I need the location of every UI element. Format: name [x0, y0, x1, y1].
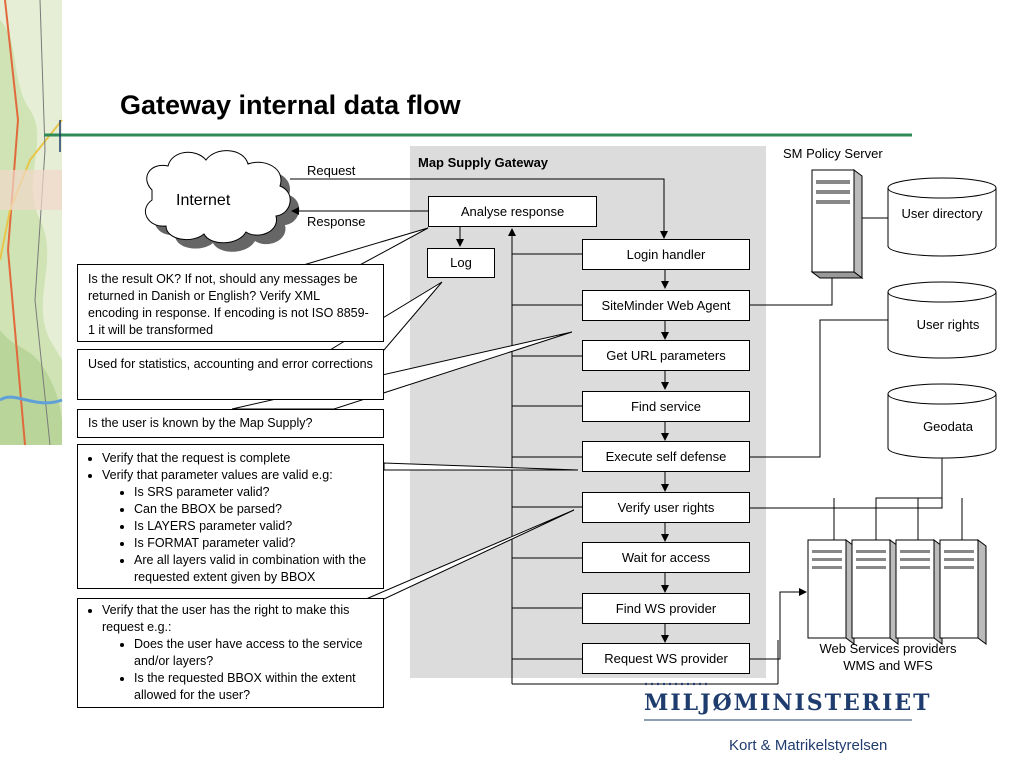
step-siteminder-agent: SiteMinder Web Agent	[582, 290, 750, 321]
note-log-usage: Used for statistics, accounting and erro…	[77, 349, 384, 400]
user-directory-label: User directory	[901, 206, 983, 221]
defense-subitem: Is LAYERS parameter valid?	[134, 518, 373, 535]
step-wait-for-access: Wait for access	[582, 542, 750, 573]
step-execute-self-defense: Execute self defense	[582, 441, 750, 472]
map-strip-image	[0, 0, 63, 446]
defense-item: Verify that parameter values are valid e…	[102, 467, 373, 484]
note-result-check: Is the result OK? If not, should any mes…	[77, 264, 384, 342]
user-directory-db	[887, 177, 997, 257]
gateway-label: Map Supply Gateway	[418, 155, 549, 170]
defense-subitem: Are all layers valid in combination with…	[134, 552, 373, 586]
note-user-rights: Verify that the user has the right to ma…	[77, 598, 384, 708]
defense-subitem: Can the BBOX be parsed?	[134, 501, 373, 518]
user-rights-label: User rights	[916, 317, 980, 332]
slide-title: Gateway internal data flow	[120, 90, 461, 120]
rights-item: Verify that the user has the right to ma…	[102, 602, 373, 636]
geodata-db	[887, 383, 997, 459]
step-find-ws-provider: Find WS provider	[582, 593, 750, 624]
ministry-logo-text: MILJØMINISTERIET	[644, 690, 932, 716]
rights-subitem: Is the requested BBOX within the extent …	[134, 670, 373, 704]
policy-server-label: SM Policy Server	[783, 146, 883, 161]
external-links	[750, 217, 963, 660]
step-login-handler: Login handler	[582, 239, 750, 270]
step-verify-user-rights: Verify user rights	[582, 492, 750, 523]
ws-provider-servers-icon	[807, 539, 987, 645]
note-self-defense: Verify that the request is complete Veri…	[77, 444, 384, 589]
note-user-known: Is the user is known by the Map Supply?	[77, 409, 384, 438]
analyse-response-box: Analyse response	[428, 196, 597, 227]
rights-subitem: Does the user have access to the service…	[134, 636, 373, 670]
step-find-service: Find service	[582, 391, 750, 422]
defense-subitem: Is FORMAT parameter valid?	[134, 535, 373, 552]
defense-subitem: Is SRS parameter valid?	[134, 484, 373, 501]
return-bus	[508, 228, 779, 685]
internet-label: Internet	[176, 192, 231, 209]
request-label: Request	[307, 163, 356, 178]
request-arrow	[290, 178, 668, 239]
defense-item: Verify that the request is complete	[102, 450, 373, 467]
agency-name: Kort & Matrikelstyrelsen	[729, 737, 888, 754]
log-box: Log	[427, 248, 495, 278]
ws-providers-label-line1: Web Services providers	[819, 641, 957, 656]
step-get-url-parameters: Get URL parameters	[582, 340, 750, 371]
response-label: Response	[307, 214, 366, 229]
step-request-ws-provider: Request WS provider	[582, 643, 750, 674]
geodata-label: Geodata	[923, 419, 973, 434]
ws-providers-label-line2: WMS and WFS	[843, 658, 933, 673]
internet-cloud	[145, 150, 300, 252]
ministry-dots	[644, 682, 708, 686]
user-rights-db	[887, 281, 997, 359]
policy-server-icon	[810, 169, 864, 279]
